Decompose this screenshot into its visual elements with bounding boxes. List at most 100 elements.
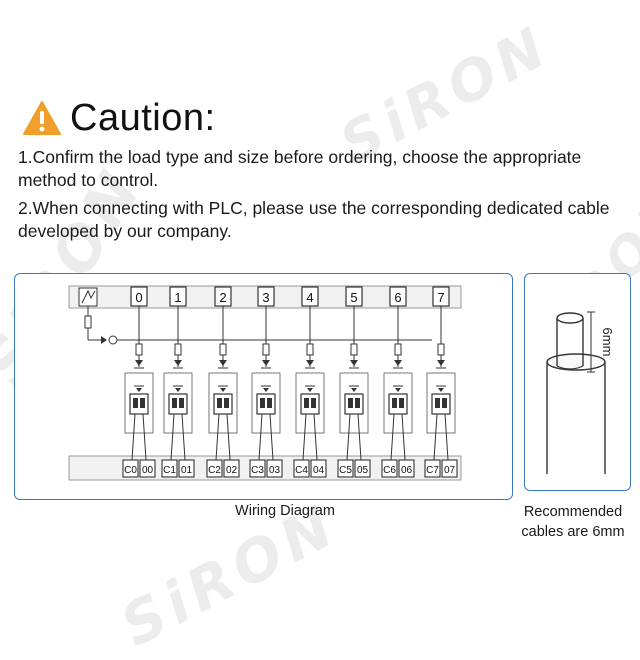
- resistor-symbol: [306, 343, 314, 356]
- bottom-terminal: [139, 459, 156, 478]
- top-terminal-label: 3: [262, 290, 269, 305]
- bottom-terminal: [266, 459, 283, 478]
- bottom-terminal-label: 03: [269, 465, 281, 476]
- relay-contact: [392, 398, 397, 408]
- diagram-line: [357, 413, 362, 461]
- cable-illustration: 6mm: [546, 311, 615, 474]
- relay-contact: [217, 398, 222, 408]
- relay-contact: [435, 398, 440, 408]
- arrow-down-icon: [220, 388, 226, 392]
- optocoupler-led-icon: [437, 360, 445, 366]
- arrow-down-icon: [136, 388, 142, 392]
- relay-contact: [179, 398, 184, 408]
- relay-contact: [260, 398, 265, 408]
- bottom-terminal: [310, 459, 327, 478]
- bottom-terminal: [161, 459, 178, 478]
- top-terminal-label: 2: [219, 290, 226, 305]
- relay-contact: [133, 398, 138, 408]
- led-icon: [108, 335, 118, 345]
- cable-panel: 6mm: [524, 273, 631, 491]
- diagram-line: [258, 413, 263, 461]
- fuse-symbol: [84, 315, 92, 329]
- relay-module-frame: [251, 372, 281, 434]
- bottom-terminal-label: 00: [142, 465, 154, 476]
- bottom-terminal: [424, 459, 441, 478]
- wiring-diagram-caption: Wiring Diagram: [235, 503, 335, 519]
- bottom-terminal-label: 07: [444, 465, 456, 476]
- relay-contact: [399, 398, 404, 408]
- top-terminal-label: 1: [174, 290, 181, 305]
- top-terminal-label: 4: [306, 290, 313, 305]
- resistor-symbol: [262, 343, 270, 356]
- resistor-symbol: [174, 343, 182, 356]
- diagram-line: [226, 413, 231, 461]
- note-text: Confirm the load type and size before or…: [18, 147, 582, 190]
- relay-symbol: [300, 393, 320, 415]
- relay-contact: [311, 398, 316, 408]
- bottom-terminal: [354, 459, 371, 478]
- note-number: 2.: [18, 198, 33, 218]
- diagram-line: [401, 413, 406, 461]
- relay-symbol: [129, 393, 149, 415]
- diagram-line: [433, 413, 438, 461]
- bottom-terminal: [223, 459, 240, 478]
- relay-module-frame: [208, 372, 238, 434]
- cable-caption: Recommended cables are 6mm: [506, 502, 640, 542]
- diagram-line: [170, 413, 175, 461]
- optocoupler-led-icon: [174, 360, 182, 366]
- bottom-terminal-label: 06: [401, 465, 413, 476]
- bottom-terminal: [381, 459, 398, 478]
- relay-module-frame: [426, 372, 456, 434]
- relay-module-frame: [163, 372, 193, 434]
- relay-contact: [267, 398, 272, 408]
- arrow-down-icon: [263, 388, 269, 392]
- arrow-down-icon: [175, 388, 181, 392]
- optocoupler-led-icon: [306, 360, 314, 366]
- bottom-terminal: [398, 459, 415, 478]
- note-number: 1.: [18, 147, 33, 167]
- optocoupler-led-icon: [394, 360, 402, 366]
- diagram-line: [131, 413, 136, 461]
- relay-symbol: [431, 393, 451, 415]
- arrow-down-icon: [351, 388, 357, 392]
- diagram-line: [390, 413, 395, 461]
- bottom-terminal-label: C3: [251, 465, 264, 476]
- bottom-terminal: [441, 459, 458, 478]
- relay-contact: [140, 398, 145, 408]
- caution-notes: 1.Confirm the load type and size before …: [18, 146, 628, 248]
- bottom-terminal: [122, 459, 139, 478]
- bottom-terminal: [206, 459, 223, 478]
- warning-triangle-icon: [23, 101, 61, 135]
- top-terminal-label: 6: [394, 290, 401, 305]
- top-terminal-label: 0: [135, 290, 142, 305]
- diagram-line: [142, 413, 147, 461]
- note-item: 2.When connecting with PLC, please use t…: [18, 197, 628, 243]
- bottom-terminal: [337, 459, 354, 478]
- relay-contact: [442, 398, 447, 408]
- relay-contact: [224, 398, 229, 408]
- optocoupler-led-icon: [350, 360, 358, 366]
- caution-header: Caution:: [22, 96, 216, 140]
- bottom-terminal: [249, 459, 266, 478]
- relay-contact: [348, 398, 353, 408]
- arrow-down-icon: [395, 388, 401, 392]
- cable-caption-line: Recommended: [523, 504, 623, 520]
- bottom-terminal-label: C7: [426, 465, 439, 476]
- bottom-terminal-label: C6: [383, 465, 396, 476]
- relay-module-frame: [339, 372, 369, 434]
- bottom-terminal-label: 02: [226, 465, 238, 476]
- diagram-line: [444, 413, 449, 461]
- relay-symbol: [344, 393, 364, 415]
- relay-module-frame: [124, 372, 154, 434]
- resistor-symbol: [350, 343, 358, 356]
- top-terminal-label: 5: [350, 290, 357, 305]
- resistor-symbol: [219, 343, 227, 356]
- diagram-line: [181, 413, 186, 461]
- bottom-terminal-label: C5: [339, 465, 352, 476]
- power-symbol-icon: [81, 289, 96, 304]
- diagram-line: [313, 413, 318, 461]
- optocoupler-led-icon: [262, 360, 270, 366]
- note-item: 1.Confirm the load type and size before …: [18, 146, 628, 192]
